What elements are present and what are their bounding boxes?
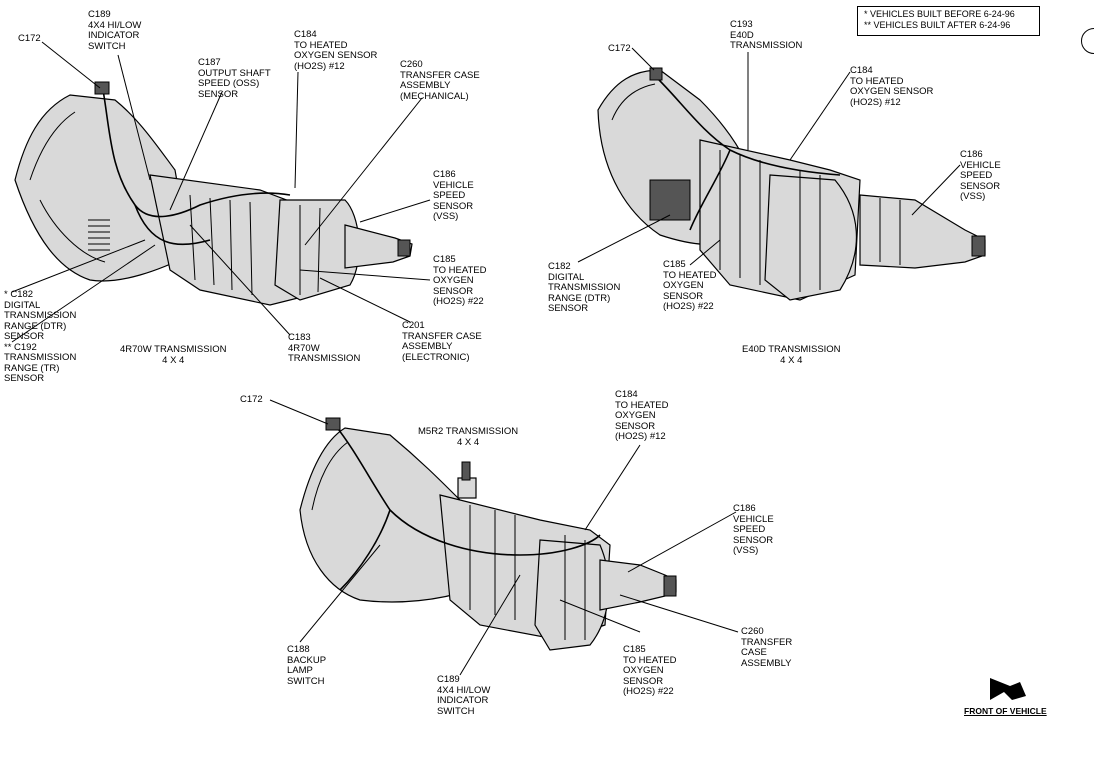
label-e40d-c193: C193 E40D TRANSMISSION bbox=[730, 19, 803, 51]
label-4r70w-c172: C172 bbox=[18, 33, 41, 44]
legend-line-after: ** VEHICLES BUILT AFTER 6-24-96 bbox=[864, 20, 1011, 30]
label-e40d-c182: C182 DIGITAL TRANSMISSION RANGE (DTR) SE… bbox=[548, 261, 621, 314]
legend-box: * VEHICLES BUILT BEFORE 6-24-96 ** VEHIC… bbox=[857, 6, 1040, 36]
label-4r70w-c185: C185 TO HEATED OXYGEN SENSOR (HO2S) #22 bbox=[433, 254, 487, 307]
legend-line-before: * VEHICLES BUILT BEFORE 6-24-96 bbox=[864, 9, 1015, 19]
label-m5r2-c185: C185 TO HEATED OXYGEN SENSOR (HO2S) #22 bbox=[623, 644, 677, 697]
front-of-vehicle-label: FRONT OF VEHICLE bbox=[964, 706, 1047, 716]
label-4r70w-c182-c192: * C182 DIGITAL TRANSMISSION RANGE (DTR) … bbox=[4, 289, 77, 384]
label-m5r2-c184: C184 TO HEATED OXYGEN SENSOR (HO2S) #12 bbox=[615, 389, 669, 442]
label-e40d-c184: C184 TO HEATED OXYGEN SENSOR (HO2S) #12 bbox=[850, 65, 934, 108]
transmission-m5r2-illustration bbox=[269, 399, 739, 676]
transmission-4r70w-illustration bbox=[11, 41, 431, 343]
label-m5r2-c189: C189 4X4 HI/LOW INDICATOR SWITCH bbox=[437, 674, 491, 717]
transmission-e40d-illustration bbox=[577, 47, 986, 301]
label-4r70w-c186: C186 VEHICLE SPEED SENSOR (VSS) bbox=[433, 169, 474, 222]
label-4r70w-c201: C201 TRANSFER CASE ASSEMBLY (ELECTRONIC) bbox=[402, 320, 482, 363]
label-4r70w-c184: C184 TO HEATED OXYGEN SENSOR (HO2S) #12 bbox=[294, 29, 378, 72]
label-m5r2-c186: C186 VEHICLE SPEED SENSOR (VSS) bbox=[733, 503, 774, 556]
label-4r70w-c189: C189 4X4 HI/LOW INDICATOR SWITCH bbox=[88, 9, 142, 52]
caption-4r70w: 4R70W TRANSMISSION 4 X 4 bbox=[120, 344, 227, 366]
label-e40d-c172: C172 bbox=[608, 43, 631, 54]
label-4r70w-c187: C187 OUTPUT SHAFT SPEED (OSS) SENSOR bbox=[198, 57, 271, 100]
label-m5r2-c260: C260 TRANSFER CASE ASSEMBLY bbox=[741, 626, 793, 669]
front-of-vehicle-arrow bbox=[990, 678, 1026, 700]
label-4r70w-c183: C183 4R70W TRANSMISSION bbox=[288, 332, 361, 364]
label-e40d-c185: C185 TO HEATED OXYGEN SENSOR (HO2S) #22 bbox=[663, 259, 717, 312]
label-m5r2-c188: C188 BACKUP LAMP SWITCH bbox=[287, 644, 327, 687]
caption-m5r2: M5R2 TRANSMISSION 4 X 4 bbox=[418, 426, 519, 448]
label-4r70w-c260: C260 TRANSFER CASE ASSEMBLY (MECHANICAL) bbox=[400, 59, 480, 102]
caption-e40d: E40D TRANSMISSION 4 X 4 bbox=[742, 344, 841, 366]
label-m5r2-c172: C172 bbox=[240, 394, 263, 405]
label-e40d-c186: C186 VEHICLE SPEED SENSOR (VSS) bbox=[960, 149, 1001, 202]
